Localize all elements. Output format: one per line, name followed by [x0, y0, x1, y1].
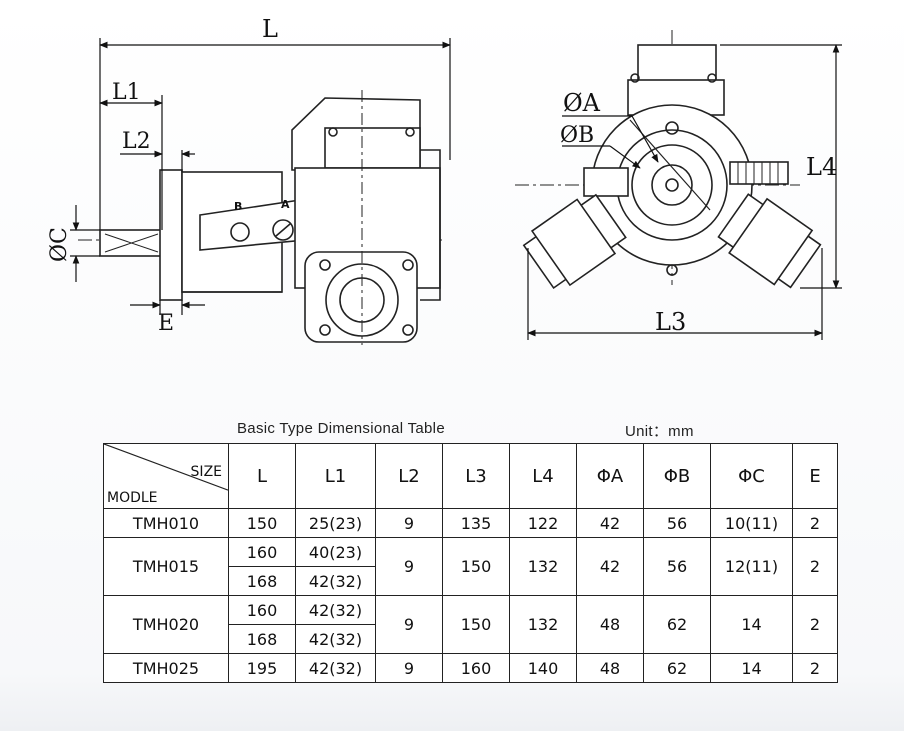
side-view-dimensions — [70, 38, 451, 315]
header-l2: L2 — [375, 443, 443, 509]
cell-phi-a: 48 — [576, 595, 644, 654]
table-header-row: SIZE MODLE L L1 L2 L3 L4 ΦA ΦB ΦC E — [103, 443, 838, 509]
cell-phi-b: 56 — [643, 537, 711, 596]
corner-modle-label: MODLE — [107, 490, 158, 506]
cell-phi-c: 10(11) — [710, 508, 793, 538]
cell-l: 150 — [228, 508, 296, 538]
corner-diagonal — [104, 444, 228, 508]
port-b — [230, 222, 250, 242]
cell-l2: 9 — [375, 653, 443, 683]
dim-label-e: E — [158, 311, 174, 336]
model-cell: TMH020 — [103, 595, 229, 654]
header-phi-a: ΦA — [576, 443, 644, 509]
cell-phi-b: 62 — [643, 595, 711, 654]
technical-drawing: L L1 L2 ØC E B A — [47, 15, 842, 345]
table-row: TMH010 150 25(23) 9 135 122 42 56 10(11)… — [103, 508, 838, 538]
port-label-a: A — [281, 198, 290, 211]
header-l3: L3 — [442, 443, 510, 509]
cell-phi-a: 42 — [576, 508, 644, 538]
cell-l: 168 — [228, 566, 296, 596]
header-e: E — [792, 443, 838, 509]
cell-l3: 160 — [442, 653, 510, 683]
cell-l3: 150 — [442, 537, 510, 596]
corner-size-label: SIZE — [190, 464, 222, 480]
header-l1: L1 — [295, 443, 376, 509]
port-label-b: B — [234, 200, 242, 213]
cell-phi-a: 48 — [576, 653, 644, 683]
table-row: TMH015 160 40(23) 9 150 132 42 56 12(11)… — [103, 537, 838, 596]
front-view — [515, 30, 822, 290]
dimension-table: SIZE MODLE L L1 L2 L3 L4 ΦA ΦB ΦC E TMH0… — [103, 443, 838, 683]
cell-l: 160 — [228, 595, 296, 625]
cell-phi-c: 12(11) — [710, 537, 793, 596]
cell-e: 2 — [792, 595, 838, 654]
cell-e: 2 — [792, 537, 838, 596]
table-row: 168 42(32) — [104, 624, 838, 654]
cell-l4: 122 — [509, 508, 577, 538]
cell-l1: 40(23) — [295, 537, 376, 567]
cell-l1: 25(23) — [295, 508, 376, 538]
table-row: 168 42(32) — [104, 566, 838, 596]
cell-phi-c: 14 — [710, 595, 793, 654]
header-l: L — [228, 443, 296, 509]
flange — [159, 169, 183, 301]
cell-l4: 132 — [509, 595, 577, 654]
cell-l1: 42(32) — [295, 624, 376, 654]
header-l4: L4 — [509, 443, 577, 509]
header-phi-c: ΦC — [710, 443, 793, 509]
table-row: TMH020 160 42(32) 9 150 132 48 62 14 2 — [103, 595, 838, 654]
cell-phi-b: 56 — [643, 508, 711, 538]
cell-l2: 9 — [375, 537, 443, 596]
cell-l: 160 — [228, 537, 296, 567]
unit-caption: Unit：mm — [625, 423, 694, 440]
cell-l1: 42(32) — [295, 653, 376, 683]
cell-l3: 135 — [442, 508, 510, 538]
cell-l4: 132 — [509, 537, 577, 596]
dim-label-c: ØC — [47, 227, 72, 262]
cell-e: 2 — [792, 508, 838, 538]
cell-phi-a: 42 — [576, 537, 644, 596]
side-view — [78, 90, 445, 345]
cell-l3: 150 — [442, 595, 510, 654]
cell-phi-b: 62 — [643, 653, 711, 683]
cell-phi-c: 14 — [710, 653, 793, 683]
dim-label-l4: L4 — [806, 153, 837, 181]
cell-l: 168 — [228, 624, 296, 654]
table-caption: Basic Type Dimensional Table — [237, 420, 445, 437]
dim-label-phi-b: ØB — [560, 123, 594, 148]
cell-e: 2 — [792, 653, 838, 683]
cell-l4: 140 — [509, 653, 577, 683]
model-cell: TMH025 — [103, 653, 229, 683]
cell-l1: 42(32) — [295, 566, 376, 596]
cell-l2: 9 — [375, 508, 443, 538]
dim-label-l1: L1 — [112, 80, 141, 105]
cell-l1: 42(32) — [295, 595, 376, 625]
dim-label-l3: L3 — [655, 308, 686, 336]
dim-label-l2: L2 — [122, 129, 151, 154]
corner-header: SIZE MODLE — [103, 443, 229, 509]
dim-label-l: L — [262, 15, 278, 43]
cell-l2: 9 — [375, 595, 443, 654]
dim-label-phi-a: ØA — [563, 89, 601, 117]
front-view-dimensions — [527, 44, 842, 340]
model-cell: TMH015 — [103, 537, 229, 596]
cell-l: 195 — [228, 653, 296, 683]
model-cell: TMH010 — [103, 508, 229, 538]
table-row: TMH025 195 42(32) 9 160 140 48 62 14 2 — [103, 653, 838, 683]
header-phi-b: ΦB — [643, 443, 711, 509]
